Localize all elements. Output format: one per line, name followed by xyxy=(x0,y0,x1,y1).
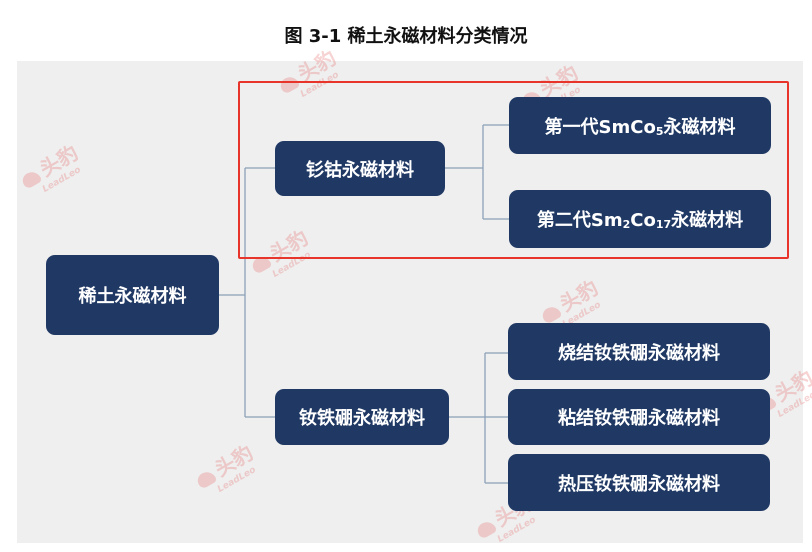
node-rare-earth-permanent-magnet: 稀土永磁材料 xyxy=(46,255,219,335)
node-sintered-ndfeb: 烧结钕铁硼永磁材料 xyxy=(508,323,770,380)
node-hot-pressed-ndfeb: 热压钕铁硼永磁材料 xyxy=(508,454,770,511)
node-samarium-cobalt: 钐钴永磁材料 xyxy=(275,141,445,196)
figure-title: 图 3-1 稀土永磁材料分类情况 xyxy=(284,26,528,47)
node-first-generation-smco5: 第一代SmCo5永磁材料 xyxy=(509,97,771,154)
highlight-box xyxy=(238,81,789,259)
node-second-generation-sm2co17: 第二代Sm2Co17永磁材料 xyxy=(509,190,771,248)
node-neodymium-iron-boron: 钕铁硼永磁材料 xyxy=(275,389,449,445)
node-bonded-ndfeb: 粘结钕铁硼永磁材料 xyxy=(508,389,770,445)
